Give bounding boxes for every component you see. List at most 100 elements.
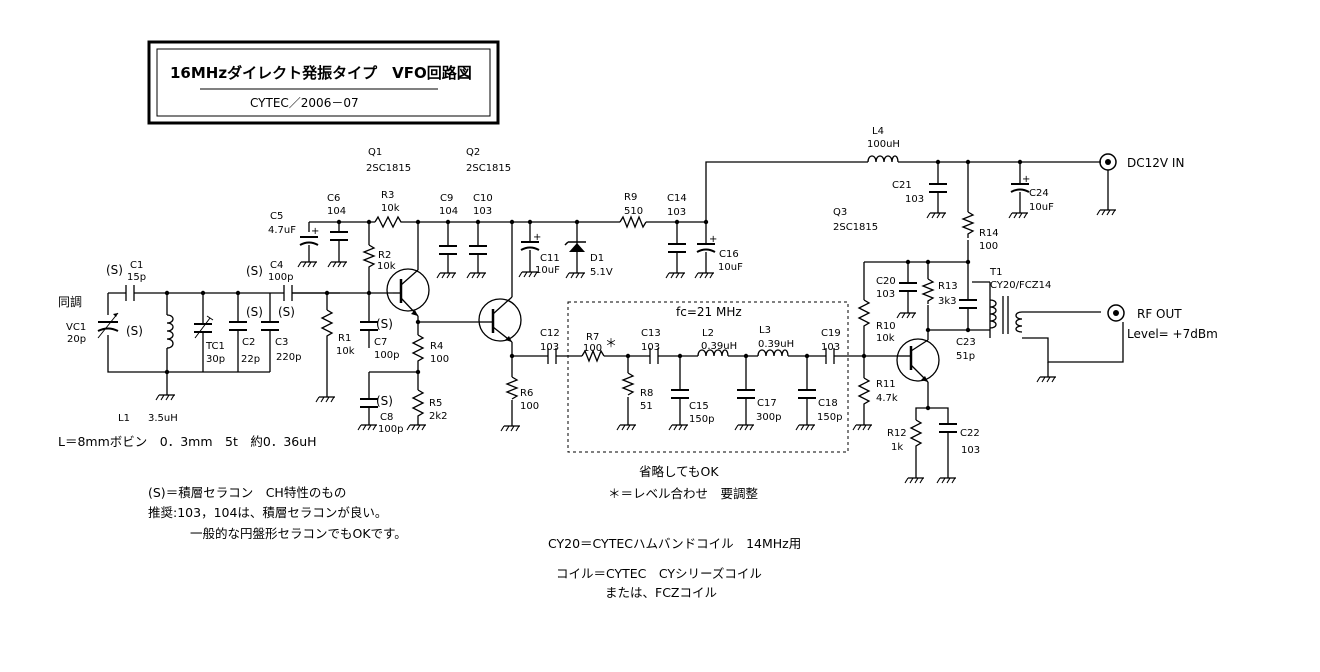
svg-text:3.5uH: 3.5uH (148, 413, 178, 424)
svg-text:103: 103 (905, 194, 924, 205)
filter-outline (567, 301, 849, 453)
svg-text:22p: 22p (241, 354, 260, 365)
svg-text:300p: 300p (756, 412, 781, 423)
svg-text:R7: R7 (586, 332, 599, 343)
svg-text:100p: 100p (378, 424, 403, 435)
svg-text:5.1V: 5.1V (590, 267, 613, 278)
note-s-definition: (S)＝積層セラコン CH特性のもの (148, 485, 346, 500)
svg-text:3k3: 3k3 (938, 296, 957, 307)
svg-text:(S): (S) (376, 394, 393, 408)
svg-text:C5: C5 (270, 211, 283, 222)
svg-text:D1: D1 (590, 253, 604, 264)
schematic-subtitle: CYTEC／2006－07 (250, 96, 359, 110)
svg-text:C11: C11 (540, 253, 560, 264)
svg-text:510: 510 (624, 206, 643, 217)
r7-resistor (581, 349, 605, 363)
dc-in-label: DC12V IN (1127, 156, 1184, 170)
svg-text:10k: 10k (336, 346, 355, 357)
svg-text:L4: L4 (872, 126, 884, 137)
svg-text:100: 100 (583, 343, 602, 354)
cutoff-label: fc=21 MHz (676, 305, 742, 319)
svg-text:(S): (S) (246, 264, 263, 278)
schematic-title: 16MHzダイレクト発振タイプ VFO回路図 (170, 64, 472, 82)
svg-text:R2: R2 (378, 250, 391, 261)
svg-text:Q2: Q2 (466, 147, 480, 158)
svg-text:(S): (S) (126, 324, 143, 338)
svg-text:10uF: 10uF (535, 265, 560, 276)
svg-text:15p: 15p (127, 272, 146, 283)
svg-text:C21: C21 (892, 180, 912, 191)
rf-out-label: RF OUT (1137, 307, 1182, 321)
svg-text:C14: C14 (667, 193, 687, 204)
r4-resistor (411, 334, 425, 365)
dc-jack-icon (1099, 153, 1117, 171)
wiring (107, 161, 1124, 478)
svg-text:1k: 1k (891, 442, 903, 453)
svg-text:10k: 10k (381, 203, 400, 214)
r11-resistor (857, 377, 871, 408)
electrolytic-caps: + + + + (299, 174, 1030, 253)
r1-resistor (320, 309, 334, 345)
note-recommend-1: 推奨:103，104は、積層セラコンが良い。 (148, 505, 387, 520)
svg-text:220p: 220p (276, 352, 301, 363)
d1-zener (564, 241, 586, 252)
notes: L＝8mmボビン 0．3mm 5t 約0．36uH (S)＝積層セラコン CH特… (58, 434, 801, 600)
l2-inductor (697, 349, 729, 357)
svg-text:C3: C3 (275, 337, 288, 348)
svg-text:＊: ＊ (605, 336, 617, 350)
svg-text:R10: R10 (876, 321, 896, 332)
svg-text:100p: 100p (374, 350, 399, 361)
junctions (164, 159, 1023, 411)
r9-resistor (619, 215, 647, 229)
l1-inductor (166, 314, 174, 349)
svg-text:VC1: VC1 (66, 322, 86, 333)
svg-text:Q3: Q3 (833, 207, 847, 218)
svg-text:R9: R9 (624, 192, 637, 203)
svg-text:51p: 51p (956, 351, 975, 362)
svg-text:+: + (709, 234, 717, 245)
svg-text:R4: R4 (430, 341, 443, 352)
svg-text:100p: 100p (268, 272, 293, 283)
svg-text:(S): (S) (376, 317, 393, 331)
q1-transistor (386, 268, 430, 317)
svg-text:20p: 20p (67, 334, 86, 345)
svg-text:0.39uH: 0.39uH (758, 339, 794, 350)
svg-text:R1: R1 (338, 333, 351, 344)
svg-text:+: + (311, 226, 319, 237)
svg-text:103: 103 (473, 206, 492, 217)
svg-text:104: 104 (439, 206, 458, 217)
svg-text:C2: C2 (242, 337, 255, 348)
svg-text:Q1: Q1 (368, 147, 382, 158)
svg-text:+: + (533, 232, 541, 243)
svg-text:2SC1815: 2SC1815 (833, 222, 878, 233)
svg-text:0.39uH: 0.39uH (701, 341, 737, 352)
svg-text:103: 103 (961, 445, 980, 456)
svg-text:CY20/FCZ14: CY20/FCZ14 (990, 280, 1051, 291)
svg-text:R3: R3 (381, 190, 394, 201)
svg-text:C15: C15 (689, 401, 709, 412)
svg-text:100: 100 (520, 401, 539, 412)
svg-text:100: 100 (979, 241, 998, 252)
svg-text:C6: C6 (327, 193, 340, 204)
svg-text:C9: C9 (440, 193, 453, 204)
svg-text:4.7k: 4.7k (876, 393, 898, 404)
svg-text:100: 100 (430, 354, 449, 365)
svg-text:104: 104 (327, 206, 346, 217)
svg-text:(S): (S) (278, 305, 295, 319)
r14-resistor (961, 211, 975, 238)
svg-text:C23: C23 (956, 337, 976, 348)
r6-resistor (505, 376, 519, 400)
svg-text:C4: C4 (270, 260, 283, 271)
svg-text:103: 103 (667, 207, 686, 218)
svg-text:+: + (1022, 174, 1030, 185)
svg-text:R11: R11 (876, 379, 896, 390)
svg-text:103: 103 (876, 289, 895, 300)
svg-text:TC1: TC1 (205, 341, 225, 352)
svg-text:C19: C19 (821, 328, 841, 339)
svg-text:C17: C17 (757, 398, 777, 409)
svg-text:C20: C20 (876, 276, 896, 287)
note-recommend-2: 一般的な円盤形セラコンでもOKです。 (190, 526, 407, 541)
r8-resistor (621, 372, 635, 396)
components: + + + + (97, 153, 1125, 453)
level-label: Level= +7dBm (1127, 327, 1218, 341)
